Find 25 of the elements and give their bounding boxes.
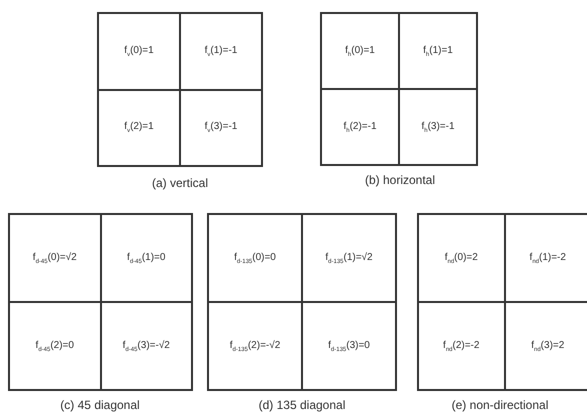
table-cell: f$_{nd}$(0)=2: [418, 214, 504, 302]
panel-caption: (e) non-directional: [452, 398, 548, 412]
table-cell: f$_{d-135}$(0)=0: [208, 214, 302, 302]
panel-caption: (a) vertical: [152, 176, 208, 190]
table-cell: f$_{v}$(1)=-1: [180, 13, 262, 90]
table-cell: f$_{d-135}$(1)=√2: [302, 214, 396, 302]
table-cell: f$_{d-45}$(3)=-√2: [100, 302, 192, 390]
panel-caption: (b) horizontal: [364, 173, 436, 187]
table-cell: f$_{v}$(2)=1: [98, 90, 180, 166]
table-cell: f$_{nd}$(2)=-2: [418, 302, 504, 390]
table-cell: f$_{d-45}$(2)=0: [9, 302, 100, 390]
table-cell: f$_{d-45}$(1)=0: [100, 214, 192, 302]
table-cell: f$_{d-135}$(2)=-√2: [208, 302, 302, 390]
table-cell: f$_{h}$(0)=1: [321, 13, 399, 89]
table-cell: f$_{d-135}$(3)=0: [302, 302, 396, 390]
panel-caption: (d) 135 diagonal: [258, 398, 346, 412]
table-cell: f$_{v}$(3)=-1: [180, 90, 262, 166]
table-cell: f$_{nd}$(1)=-2: [504, 214, 587, 302]
table-cell: f$_{h}$(2)=-1: [321, 89, 399, 165]
panel-caption: (c) 45 diagonal: [60, 398, 140, 412]
table-cell: f$_{v}$(0)=1: [98, 13, 180, 90]
table-cell: f$_{nd}$(3)=2: [504, 302, 587, 390]
table-cell: f$_{h}$(1)=1: [399, 13, 477, 89]
table-cell: f$_{d-45}$(0)=√2: [9, 214, 100, 302]
table-cell: f$_{h}$(3)=-1: [399, 89, 477, 165]
